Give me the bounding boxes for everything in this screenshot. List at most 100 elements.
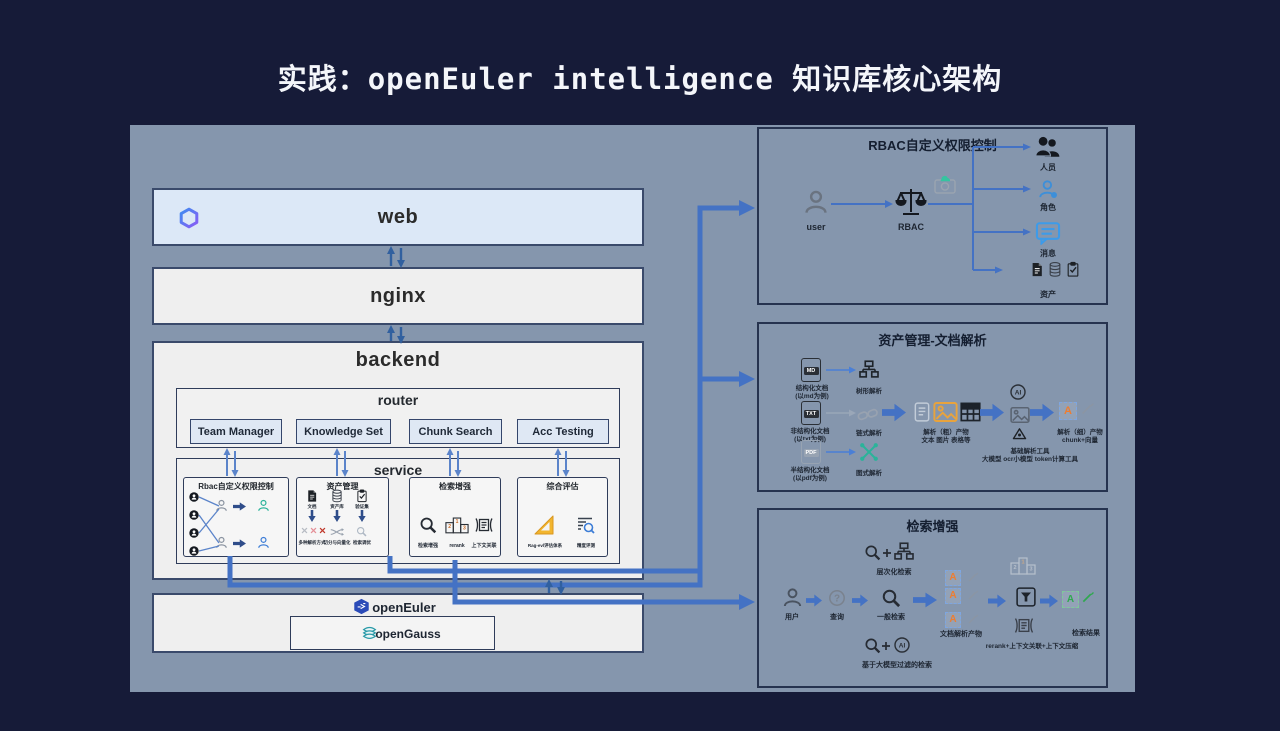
ai-icon: AI [894, 637, 910, 653]
podium-icon: 2 1 3 [445, 517, 469, 534]
graph-parse-icon [859, 442, 879, 462]
tree-parse-icon [859, 360, 879, 380]
src-line1: 结构化文档 [795, 385, 829, 392]
clipboard-check-icon [356, 489, 368, 503]
role-user-teal-icon [257, 499, 270, 512]
tree-icon [894, 542, 914, 562]
out-line1: 解析（细）产物 [1057, 429, 1103, 436]
parse-label: 图式解析 [856, 470, 882, 477]
user-icon [215, 536, 228, 549]
hier-label: 层次化检索 [876, 569, 912, 576]
result-label: 检索结果 [1072, 630, 1100, 637]
nginx-label: nginx [370, 284, 426, 307]
panel-asset-title: 资产管理-文档解析 [878, 333, 987, 348]
user-label: 用户 [785, 614, 799, 621]
plus-icon [881, 641, 891, 651]
eval-label: Rag-evl评估体系 [527, 543, 563, 548]
camera-cloud-icon [934, 174, 956, 194]
database-icon [1048, 261, 1062, 278]
src-line2: (以md为例) [795, 393, 829, 401]
role-user-blue-icon [257, 536, 270, 549]
scales-icon [895, 186, 927, 218]
router-title: router [377, 392, 419, 408]
button-acc-testing: Acc Testing [517, 419, 609, 444]
service-retrieval-title: 检索增强 [439, 482, 471, 491]
query-icon: ? [829, 590, 845, 606]
image-doc-icon [1010, 406, 1030, 424]
src-line1: 半结构化文档 [790, 467, 830, 474]
role-icon [1038, 178, 1058, 200]
src-line1: 非结构化文档 [790, 428, 830, 435]
parse-label: 树形解析 [856, 388, 882, 395]
slide-title: 实践：openEuler intelligence 知识库核心架构 [277, 62, 1003, 96]
docs-label: 文档解析产物 [940, 631, 982, 638]
src-line2: (以pdf为例) [793, 475, 827, 483]
database-icon [331, 489, 343, 503]
pen-icon [967, 588, 980, 601]
user-icon [215, 499, 228, 512]
svg-text:3: 3 [463, 526, 466, 532]
svg-text:1: 1 [1021, 560, 1024, 566]
service-eval-title: 综合评估 [546, 482, 579, 491]
web-logo-icon [178, 207, 200, 229]
asset-col-label: 验证集 [355, 504, 369, 509]
file-md-icon: MD [801, 358, 821, 382]
query-label: 查询 [830, 614, 844, 621]
svg-text:AI: AI [1015, 390, 1022, 397]
eval-label: 精度评测 [577, 543, 595, 548]
ruler-icon [534, 515, 554, 535]
asset-op-label: 切分与向量化 [323, 540, 351, 545]
book-icon [1012, 617, 1036, 634]
asset-op-label: 检索调优 [353, 540, 371, 545]
cut-icon [319, 527, 326, 534]
src-label: 非结构化文档 (以txt为例) [791, 428, 830, 445]
target-label: 角色 [1040, 203, 1056, 212]
panel-retrieval-title: 检索增强 [906, 519, 959, 534]
pen-icon [1081, 589, 1096, 604]
chain-parse-icon [857, 407, 879, 422]
panel-asset: 资产管理-文档解析 [757, 322, 1108, 492]
user-label: user [806, 222, 826, 232]
nginx-box: nginx [152, 267, 644, 325]
rbac-label: RBAC [898, 222, 924, 232]
retrieval-label: rerank [449, 543, 465, 549]
document-icon [306, 489, 318, 503]
result-a-icon: A [1062, 591, 1079, 608]
book-icon [474, 517, 494, 533]
retrieval-label: 检索增强 [417, 543, 439, 549]
pen-icon [1080, 400, 1096, 416]
doc-search-icon [575, 515, 595, 535]
svg-text:1: 1 [456, 519, 459, 525]
text-doc-icon [914, 402, 930, 422]
resource-icon [189, 510, 199, 520]
openeuler-logo-icon [353, 598, 370, 615]
src-label: 结构化文档 (以md为例) [795, 385, 829, 402]
clipboard-check-icon [1066, 261, 1080, 278]
mid-line2: 文本 图片 表格等 [921, 437, 971, 445]
svg-text:2: 2 [1013, 565, 1016, 571]
asset-col-label: 文档 [307, 504, 317, 509]
src-line2: (以txt为例) [794, 436, 826, 444]
asset-op-label: 多种解析方式 [298, 540, 326, 545]
rerank-label: rerank+上下文关联+上下文压缩 [985, 643, 1079, 650]
svg-text:3: 3 [1029, 567, 1032, 573]
target-label: 资产 [1040, 290, 1056, 299]
service-title: service [373, 462, 423, 478]
resource-icon [189, 546, 199, 556]
pen-icon [967, 612, 980, 625]
image-icon [933, 401, 958, 423]
search-icon [864, 637, 881, 654]
llm-filter-label: 基于大模型过滤的检索 [862, 662, 932, 669]
tools-line1: 基础解析工具 [1010, 448, 1050, 455]
user-icon [782, 586, 803, 609]
file-txt-icon: TXT [801, 401, 821, 425]
document-icon [1030, 261, 1044, 278]
opengauss-box [290, 616, 495, 650]
button-chunk-search: Chunk Search [409, 419, 502, 444]
resource-icon [189, 492, 199, 502]
message-icon [1035, 221, 1061, 245]
svg-text:2: 2 [448, 524, 451, 530]
resource-icon [189, 528, 199, 538]
web-label: web [377, 205, 419, 228]
user-icon [803, 188, 829, 216]
